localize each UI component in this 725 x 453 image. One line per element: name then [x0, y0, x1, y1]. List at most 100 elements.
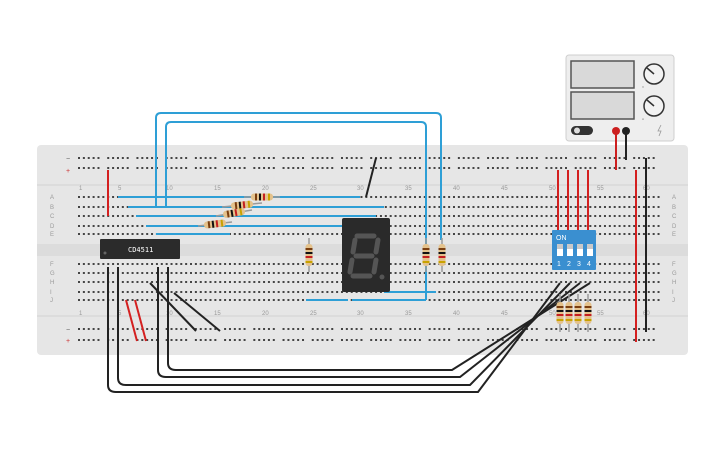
dip-number-4: 4: [587, 261, 591, 268]
black-wire-ic-b[interactable]: [173, 292, 221, 332]
voltage-knob-label: V: [642, 85, 644, 89]
chip-label: CD4511: [128, 246, 153, 254]
column-number-top: 45: [501, 186, 508, 192]
row-letter-right: E: [672, 232, 676, 238]
column-number-top: 55: [597, 186, 604, 192]
resistor-2[interactable]: [221, 200, 263, 210]
dip-red-wires[interactable]: [557, 170, 589, 230]
top-minus-rail-holes[interactable]: [78, 157, 655, 159]
row-letter-right: A: [672, 195, 676, 201]
seven-segment-display[interactable]: [342, 218, 390, 292]
dip-on-label: ON: [556, 235, 567, 242]
red-wire-ic-a[interactable]: [125, 299, 138, 342]
vertical-resistor-group[interactable]: [305, 238, 592, 332]
negative-terminal-icon[interactable]: [622, 127, 630, 135]
row-letter-right: J: [672, 298, 675, 304]
column-number-bottom: 45: [501, 311, 508, 317]
row-letter-left: C: [50, 214, 55, 220]
bottom-plus-rail-holes[interactable]: [78, 339, 655, 341]
blue-wire-arch-inner[interactable]: [165, 121, 427, 300]
column-number-top: 40: [453, 186, 460, 192]
dip-toggle-2[interactable]: [567, 244, 573, 256]
row-letter-right: B: [672, 205, 676, 211]
column-number-bottom: 40: [453, 311, 460, 317]
row-letter-right: I: [672, 290, 674, 296]
column-number-bottom: 15: [214, 311, 221, 317]
column-number-top: 25: [310, 186, 317, 192]
top-plus-rail-holes[interactable]: [78, 167, 655, 169]
row-letter-left: F: [50, 262, 54, 268]
power-switch-knob: [574, 127, 580, 134]
dip-switch[interactable]: ON 1 2 3 4: [552, 230, 596, 270]
lightning-icon: [657, 124, 662, 137]
bottom-plus-sign: +: [66, 338, 70, 345]
segment-resistor-mid[interactable]: [422, 238, 430, 272]
column-number-bottom: 55: [597, 311, 604, 317]
top-plus-sign: +: [66, 168, 70, 175]
segment-digit-icon: [347, 233, 381, 279]
dip-number-1: 1: [557, 261, 561, 268]
row-letter-left: H: [50, 280, 54, 286]
ic-to-dip-black-wires[interactable]: [107, 267, 591, 393]
column-number-top: 10: [166, 186, 173, 192]
resistor-1[interactable]: [244, 193, 280, 201]
dip-number-3: 3: [577, 261, 581, 268]
voltage-knob-pointer: [646, 67, 655, 75]
row-letter-right: D: [672, 224, 677, 230]
red-wire-ic-b[interactable]: [134, 299, 147, 342]
row-letter-right: C: [672, 214, 677, 220]
column-number-top: 15: [214, 186, 221, 192]
current-knob-pointer: [646, 99, 655, 107]
column-number-bottom: 5: [118, 311, 122, 317]
column-number-bottom: 30: [357, 311, 364, 317]
resistor-3[interactable]: [215, 208, 253, 219]
column-number-bottom: 35: [405, 311, 412, 317]
row-letter-left: D: [50, 224, 55, 230]
column-number-bottom: 20: [262, 311, 269, 317]
resistor-group[interactable]: [197, 193, 280, 229]
positive-terminal-icon[interactable]: [612, 127, 620, 135]
power-supply[interactable]: V A: [565, 54, 675, 142]
column-number-top: 20: [262, 186, 269, 192]
column-number-bottom: 10: [166, 311, 173, 317]
blue-wire-arch-outer[interactable]: [155, 112, 442, 240]
row-letter-left: A: [50, 195, 54, 201]
segment-resistor-right[interactable]: [438, 238, 446, 272]
column-number-bottom: 50: [549, 311, 556, 317]
dip-toggle-1[interactable]: [557, 244, 563, 256]
column-number-bottom: 1: [79, 311, 83, 317]
row-letter-left: I: [50, 290, 52, 296]
cd4511-chip[interactable]: CD4511: [100, 239, 180, 259]
pulldown-resistor-1[interactable]: [556, 294, 564, 332]
bottom-minus-sign: −: [66, 327, 70, 334]
dip-toggle-4[interactable]: [587, 244, 593, 256]
resistor-4[interactable]: [197, 219, 233, 229]
pulldown-resistor-2[interactable]: [565, 294, 573, 332]
current-display: [570, 91, 635, 120]
column-number-top: 5: [118, 186, 122, 192]
row-letter-left: J: [50, 298, 53, 304]
column-number-top: 30: [357, 186, 364, 192]
column-number-top: 1: [79, 186, 83, 192]
segment-resistor-left[interactable]: [305, 238, 313, 272]
chip-notch-icon: [103, 251, 107, 255]
dip-toggle-3[interactable]: [577, 244, 583, 256]
column-number-top: 50: [549, 186, 556, 192]
column-number-bottom: 25: [310, 311, 317, 317]
row-letter-left: G: [50, 271, 55, 277]
current-knob-label: A: [642, 117, 644, 121]
top-minus-sign: −: [66, 156, 70, 163]
dip-number-2: 2: [567, 261, 571, 268]
pulldown-resistor-4[interactable]: [584, 294, 592, 332]
voltage-display: [570, 60, 635, 89]
row-letter-right: G: [672, 271, 677, 277]
pulldown-resistor-3[interactable]: [574, 294, 582, 332]
column-numbers: 1155101015152020252530303535404045455050…: [79, 186, 650, 317]
column-number-top: 35: [405, 186, 412, 192]
row-letter-left: B: [50, 205, 54, 211]
row-letter-right: H: [672, 280, 676, 286]
black-wire-top-rail[interactable]: [365, 157, 377, 198]
row-letter-left: E: [50, 232, 54, 238]
